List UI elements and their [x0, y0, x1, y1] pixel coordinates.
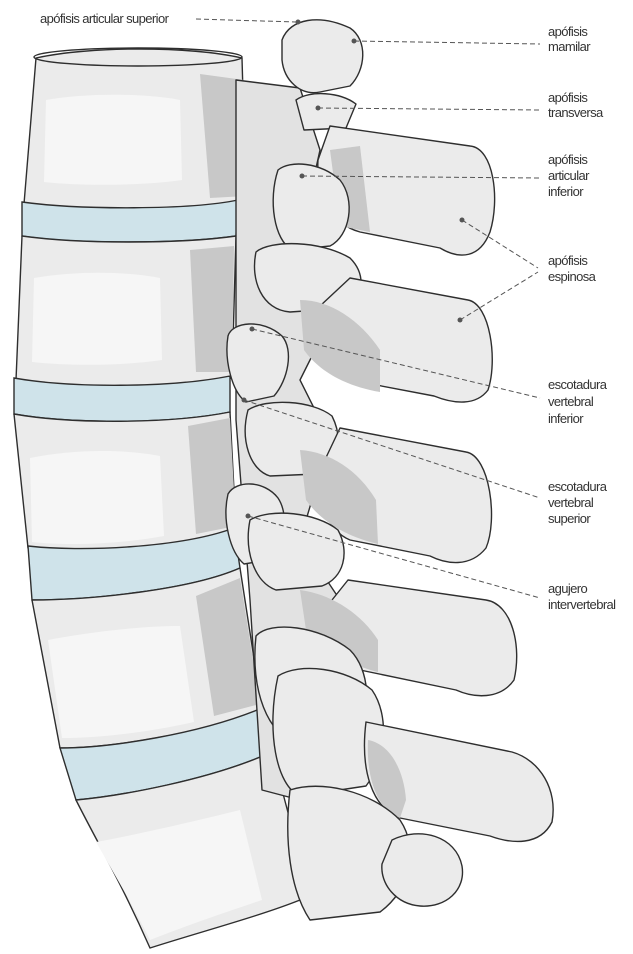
- label-transverse-line2: transversa: [548, 105, 604, 120]
- vertebral-body-3: [14, 412, 236, 549]
- label-superior-articular: apófisis articular superior: [40, 11, 170, 26]
- point-spinous-b: [458, 318, 463, 323]
- point-superior-articular: [296, 20, 301, 25]
- label-mamillary-line1: apófisis: [548, 24, 588, 39]
- point-spinous-a: [460, 218, 465, 223]
- point-mamillary: [352, 39, 357, 44]
- point-inferior-articular: [300, 174, 305, 179]
- spine-illustration: [14, 20, 553, 948]
- vertebral-body-2: [16, 236, 236, 386]
- vertebral-body-1: [24, 48, 246, 210]
- leader-superior-articular: [196, 19, 296, 22]
- label-mamillary-line2: mamilar: [548, 39, 591, 54]
- label-foramen-line1: agujero: [548, 581, 588, 596]
- point-inferior-notch: [250, 327, 255, 332]
- point-foramen: [246, 514, 251, 519]
- transverse-process-1: [296, 94, 356, 130]
- leader-mamillary: [354, 41, 540, 44]
- label-superior-notch-line1: escotadura: [548, 479, 608, 494]
- label-superior-notch-line3: superior: [548, 511, 591, 526]
- label-inferior-articular-line1: apófisis: [548, 152, 588, 167]
- sacral-tubercle: [382, 834, 463, 906]
- label-inferior-articular-line3: inferior: [548, 184, 584, 199]
- superior-articular-process-4: [248, 513, 344, 590]
- label-inferior-notch-line2: vertebral: [548, 394, 594, 409]
- point-superior-notch: [242, 398, 247, 403]
- label-inferior-articular-line2: articular: [548, 168, 590, 183]
- label-spinous-line2: espinosa: [548, 269, 597, 284]
- label-inferior-notch-line3: inferior: [548, 411, 584, 426]
- label-spinous-line1: apófisis: [548, 253, 588, 268]
- superior-articular-process-1: [282, 20, 363, 93]
- label-inferior-notch-line1: escotadura: [548, 377, 608, 392]
- label-foramen-line2: intervertebral: [548, 597, 616, 612]
- label-transverse-line1: apófisis: [548, 90, 588, 105]
- point-transverse: [316, 106, 321, 111]
- label-superior-notch-line2: vertebral: [548, 495, 594, 510]
